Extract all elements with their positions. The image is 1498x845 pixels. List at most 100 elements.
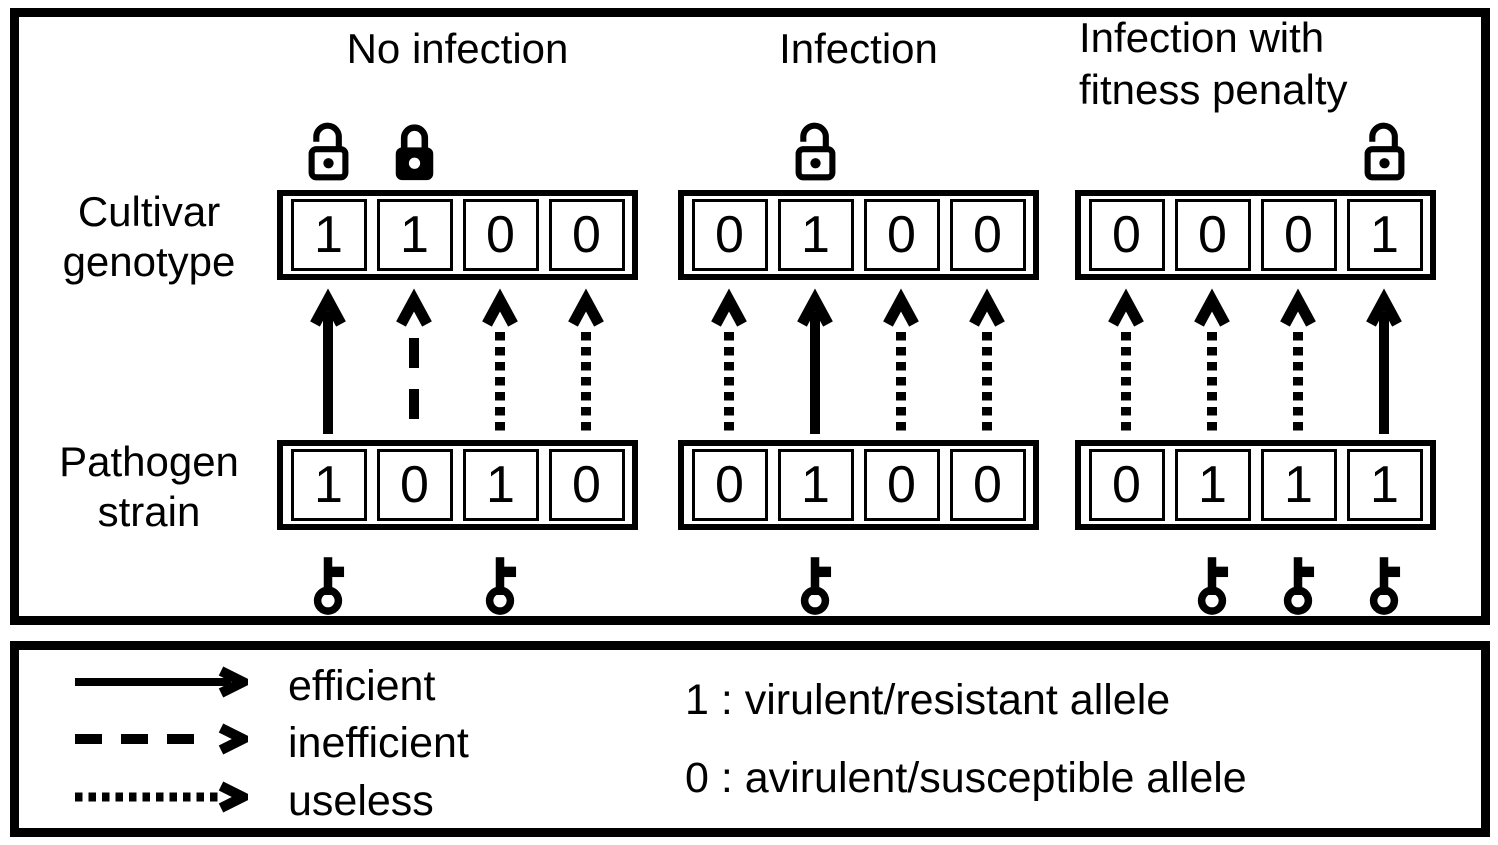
allele-value: 0	[400, 456, 429, 514]
inefficient-arrow-icon	[73, 722, 255, 761]
lock-row	[1075, 118, 1436, 182]
arrow-slot	[691, 288, 767, 437]
allele-legend-virulent: 1 : virulent/resistant allele	[685, 676, 1171, 724]
allele-cell: 1	[1174, 449, 1251, 521]
lock-slot	[462, 118, 538, 182]
allele-value: 1	[1198, 456, 1227, 514]
key-slot	[1174, 553, 1250, 615]
arrow-slot	[462, 288, 538, 437]
arrow-slot	[777, 288, 853, 437]
arrow-slot	[863, 288, 939, 437]
lock-slot	[1346, 118, 1422, 182]
allele-value: 0	[1112, 206, 1141, 264]
lock-slot	[1174, 118, 1250, 182]
key-slot	[290, 553, 366, 615]
arrow-slot	[290, 288, 366, 437]
allele-cell: 0	[1174, 199, 1251, 271]
allele-cell: 1	[290, 199, 367, 271]
useless-arrow-icon	[1280, 288, 1316, 435]
allele-value: 0	[973, 206, 1002, 264]
lock-slot	[1088, 118, 1164, 182]
inefficient-arrow-icon	[396, 288, 432, 434]
allele-value: 1	[400, 206, 429, 264]
allele-cell: 1	[290, 449, 367, 521]
key-slot	[1346, 553, 1422, 615]
allele-cell: 0	[691, 199, 768, 271]
legend-item-inefficient: inefficient	[73, 721, 469, 764]
panel-title: No infection	[346, 25, 569, 72]
useless-arrow-icon	[711, 288, 747, 435]
allele-cell: 0	[949, 449, 1026, 521]
gene-action-arrows	[277, 288, 638, 437]
legend-border	[10, 641, 1490, 837]
allele-value: 0	[1284, 206, 1313, 264]
panel-title: Infection with fitness penalty	[1079, 14, 1348, 113]
legend-label: efficient	[288, 661, 436, 710]
key-slot	[376, 553, 452, 615]
allele-cell: 1	[777, 199, 854, 271]
lock-slot	[777, 118, 853, 182]
open-lock-icon	[1364, 122, 1404, 181]
allele-value: 0	[486, 206, 515, 264]
key-icon	[1197, 557, 1229, 615]
lock-slot	[691, 118, 767, 182]
allele-cell: 0	[376, 449, 453, 521]
key-row	[277, 553, 638, 615]
allele-value: 0	[715, 456, 744, 514]
allele-value: 0	[572, 206, 601, 264]
allele-value: 1	[801, 206, 830, 264]
allele-value: 1	[1284, 456, 1313, 514]
lock-slot	[949, 118, 1025, 182]
open-lock-icon	[795, 122, 835, 181]
useless-arrow-icon	[73, 780, 255, 819]
allele-value: 1	[801, 456, 830, 514]
allele-value: 0	[887, 456, 916, 514]
allele-value: 1	[1370, 206, 1399, 264]
pathogen-strain-label: Pathogen strain	[59, 438, 239, 535]
allele-value: 0	[973, 456, 1002, 514]
efficient-arrow-icon	[310, 288, 346, 434]
gene-action-arrows	[678, 288, 1039, 437]
allele-value: 1	[1370, 456, 1399, 514]
legend-label: useless	[288, 776, 434, 825]
lock-slot	[376, 118, 452, 182]
key-slot	[1260, 553, 1336, 615]
allele-cell: 0	[1088, 449, 1165, 521]
key-slot	[691, 553, 767, 615]
inefficient-arrow-icon	[75, 723, 255, 754]
lock-slot	[290, 118, 366, 182]
arrow-slot	[548, 288, 624, 437]
legend-label: inefficient	[288, 718, 469, 767]
arrow-slot	[949, 288, 1025, 437]
key-icon	[313, 557, 345, 615]
allele-value: 0	[887, 206, 916, 264]
efficient-arrow-icon	[75, 666, 255, 697]
allele-cell: 0	[548, 449, 625, 521]
closed-lock-icon	[395, 124, 433, 181]
key-icon	[485, 557, 517, 615]
allele-value: 1	[314, 206, 343, 264]
allele-cell: 1	[1260, 449, 1337, 521]
useless-arrow-icon	[969, 288, 1005, 435]
allele-cell: 1	[1346, 449, 1423, 521]
lock-row	[678, 118, 1039, 182]
allele-cell: 0	[1260, 199, 1337, 271]
allele-cell: 0	[863, 199, 940, 271]
useless-arrow-icon	[883, 288, 919, 435]
arrow-slot	[1174, 288, 1250, 437]
allele-cell: 0	[691, 449, 768, 521]
key-icon	[1369, 557, 1401, 615]
allele-value: 0	[1112, 456, 1141, 514]
useless-arrow-icon	[1108, 288, 1144, 435]
allele-legend-avirulent: 0 : avirulent/susceptible allele	[685, 754, 1247, 802]
key-row	[1075, 553, 1436, 615]
open-lock-icon	[308, 122, 348, 181]
key-slot	[548, 553, 624, 615]
allele-value: 1	[486, 456, 515, 514]
